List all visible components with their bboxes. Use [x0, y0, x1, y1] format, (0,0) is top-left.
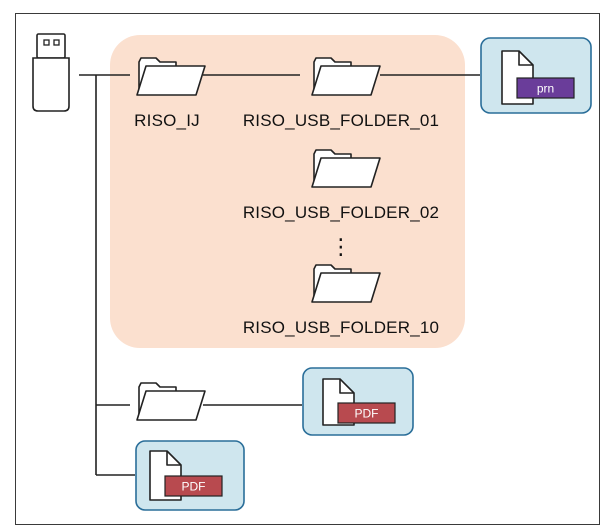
prn-badge — [516, 77, 575, 99]
pdf-badge-root — [164, 475, 223, 497]
prn-badge-label: prn — [537, 82, 554, 96]
label-usb-folder-02: RISO_USB_FOLDER_02 — [243, 203, 439, 222]
pdf-file-box-folder: PDF — [302, 367, 414, 436]
folder-icon-riso-ij — [136, 57, 206, 96]
prn-file-box: prn — [480, 37, 592, 114]
folder-icon-usb-folder-01 — [311, 57, 381, 96]
label-riso-ij: RISO_IJ — [134, 111, 200, 130]
label-usb-folder-10: RISO_USB_FOLDER_10 — [243, 318, 439, 337]
riso-ij-region — [110, 35, 465, 348]
folder-icon-usb-folder-10 — [311, 264, 381, 303]
ellipsis-vertical: ⋮ — [330, 235, 352, 260]
folder-icon-usb-folder-02 — [311, 149, 381, 188]
label-usb-folder-01: RISO_USB_FOLDER_01 — [243, 111, 439, 130]
connector-lines — [79, 74, 480, 476]
folder-icon-root-folder — [136, 382, 206, 421]
usb-drive-icon — [32, 33, 70, 112]
pdf-badge-folder-label: PDF — [355, 407, 379, 421]
pdf-badge-root-label: PDF — [182, 480, 206, 494]
pdf-file-box-root: PDF — [135, 440, 245, 511]
pdf-badge-folder — [337, 402, 396, 424]
